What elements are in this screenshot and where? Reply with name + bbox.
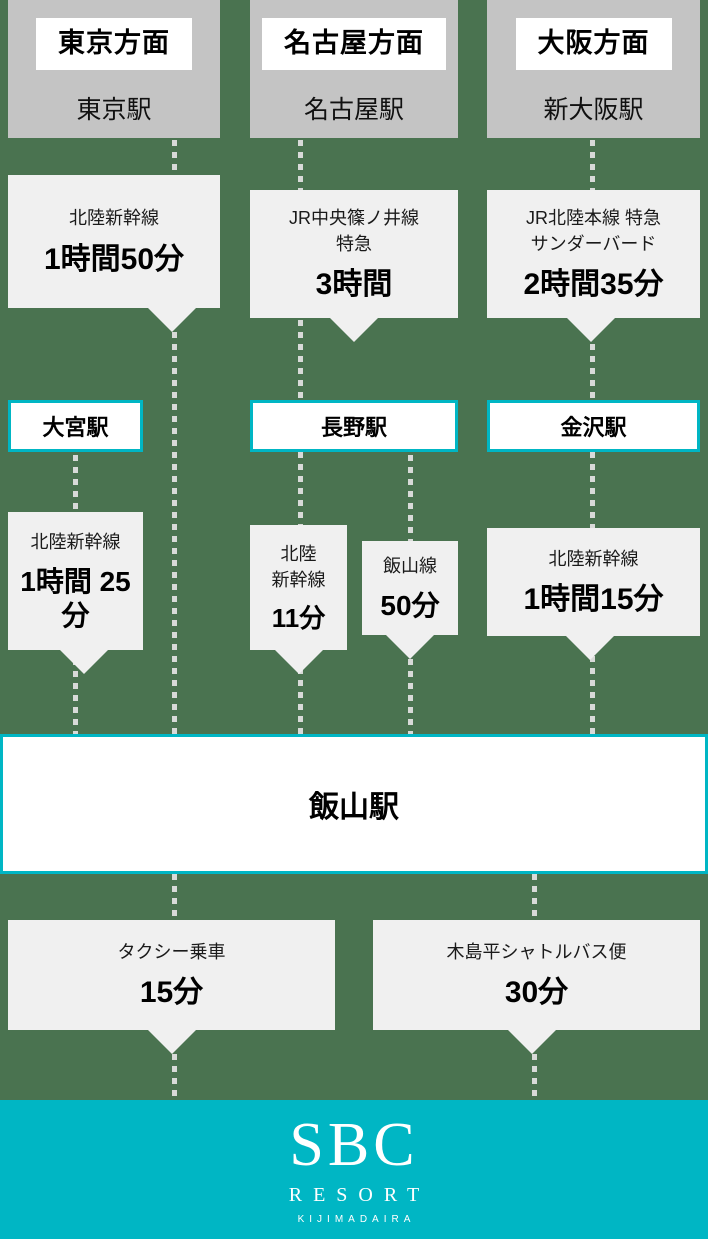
callout-tail: [566, 636, 614, 660]
origin-tag-nagoya: 名古屋方面: [262, 18, 446, 70]
callout-tail: [567, 318, 615, 342]
station-label: 長野駅: [320, 415, 387, 440]
leg-duration: 1時間 25分: [20, 566, 131, 632]
logo-sbc-text: SBC: [289, 1111, 419, 1179]
station-label: 金沢駅: [560, 415, 627, 440]
callout-tail: [60, 650, 108, 674]
leg-duration: 15分: [139, 976, 204, 1010]
leg-duration: 1時間50分: [43, 242, 185, 276]
origin-station-nagoya: 名古屋駅: [303, 96, 404, 124]
leg-taxi: タクシー乗車 15分: [8, 920, 335, 1054]
leg-duration: 1時間15分: [523, 583, 664, 617]
origin-block-nagoya: 名古屋方面 名古屋駅: [250, 0, 458, 138]
leg-duration: 11分: [271, 603, 326, 633]
leg-duration: 3時間: [315, 268, 393, 302]
leg-line-name: JR中央篠ノ井線 特急: [289, 207, 419, 254]
leg-line-name: 北陸 新幹線: [271, 543, 326, 590]
origin-block-osaka: 大阪方面 新大阪駅: [487, 0, 700, 138]
origin-tag-osaka: 大阪方面: [515, 18, 672, 70]
callout-tail: [508, 1030, 556, 1054]
footer-logo-bar: SBC RESORT KIJIMADAIRA: [0, 1100, 708, 1239]
station-kanazawa: 金沢駅: [487, 400, 700, 452]
leg-duration: 50分: [380, 590, 440, 622]
leg-line-name: タクシー乗車: [117, 941, 226, 962]
leg-nagano-iiyama-iiyamaline: 飯山線 50分: [362, 541, 458, 659]
station-iiyama-hub: 飯山駅: [0, 734, 708, 874]
leg-tokyo-omiya: 北陸新幹線 1時間50分: [8, 175, 220, 332]
leg-nagano-iiyama-shinkansen: 北陸 新幹線 11分: [250, 525, 347, 674]
leg-line-name: 飯山線: [383, 556, 437, 577]
leg-osaka-kanazawa: JR北陸本線 特急 サンダーバード 2時間35分: [487, 190, 700, 342]
leg-line-name: JR北陸本線 特急 サンダーバード: [526, 207, 661, 254]
leg-line-name: 木島平シャトルバス便: [446, 941, 627, 962]
station-label: 大宮駅: [42, 415, 109, 440]
leg-line-name: 北陸新幹線: [69, 208, 159, 229]
callout-tail: [330, 318, 378, 342]
leg-duration: 2時間35分: [523, 268, 664, 302]
leg-nagoya-nagano: JR中央篠ノ井線 特急 3時間: [250, 190, 458, 342]
leg-shuttle-bus: 木島平シャトルバス便 30分: [373, 920, 700, 1054]
callout-tail: [386, 635, 434, 659]
callout-tail: [148, 1030, 196, 1054]
dash-line-tokyo-through: [172, 140, 177, 740]
leg-omiya-iiyama: 北陸新幹線 1時間 25分: [8, 512, 143, 674]
leg-line-name: 北陸新幹線: [30, 532, 121, 553]
callout-tail: [275, 650, 323, 674]
station-omiya: 大宮駅: [8, 400, 143, 452]
origin-block-tokyo: 東京方面 東京駅: [8, 0, 220, 138]
station-nagano: 長野駅: [250, 400, 458, 452]
callout-tail: [148, 308, 196, 332]
logo-kijimadaira-text: KIJIMADAIRA: [297, 1214, 416, 1225]
origin-tag-tokyo: 東京方面: [36, 18, 192, 70]
logo-resort-text: RESORT: [288, 1184, 431, 1206]
leg-duration: 30分: [504, 976, 569, 1010]
station-label: 飯山駅: [309, 791, 399, 824]
leg-kanazawa-iiyama: 北陸新幹線 1時間15分: [487, 528, 700, 660]
origin-station-osaka: 新大阪駅: [543, 96, 644, 124]
leg-line-name: 北陸新幹線: [548, 548, 639, 569]
origin-station-tokyo: 東京駅: [76, 96, 152, 124]
